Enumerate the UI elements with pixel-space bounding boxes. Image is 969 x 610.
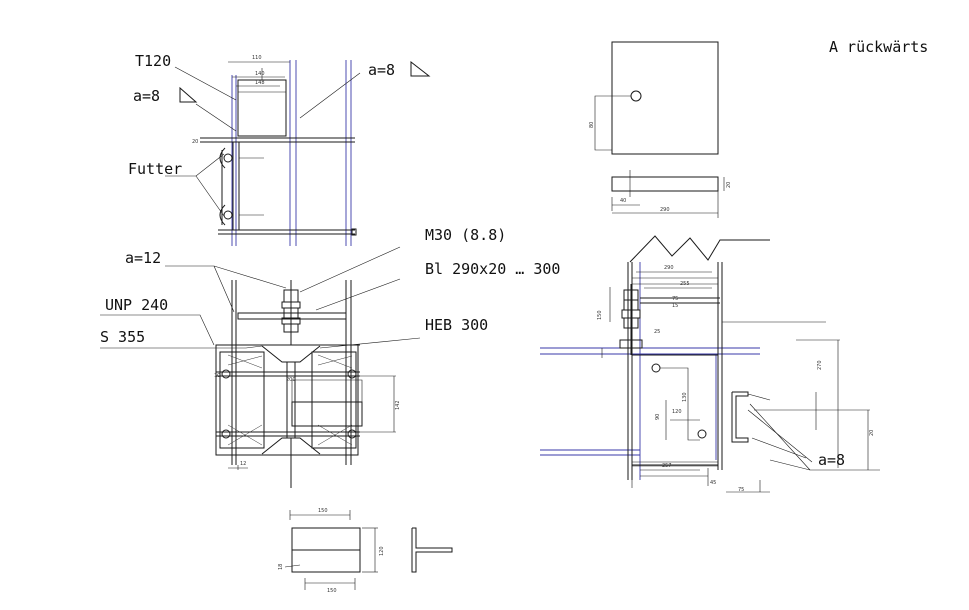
dim-bottom-bot: 150 (327, 588, 337, 594)
dim-plate-side: 80 (589, 121, 595, 128)
dim-top-outer: 110 (252, 55, 262, 61)
plate-detail-view (595, 42, 724, 218)
label-s355: S 355 (100, 328, 146, 346)
label-weld-a8-left: a=8 (133, 87, 161, 105)
dim-plate-width: 290 (660, 207, 670, 213)
dim-right-top2: 255 (680, 281, 690, 287)
label-t120: T120 (135, 52, 172, 70)
label-m30: M30 (8.8) (425, 226, 507, 244)
dim-right-side: 75 (672, 296, 679, 302)
dim-right-far3: 75 (738, 487, 745, 493)
label-weld-a8-right: a=8 (818, 451, 846, 469)
dim-top-mid: 140 (255, 71, 265, 77)
label-unp240: UNP 240 (105, 296, 169, 314)
left-section-view (100, 60, 420, 488)
label-a-rueckwaerts: A rückwärts (829, 38, 929, 56)
dim-10: 10 (214, 373, 221, 379)
dim-right-far1: 270 (817, 360, 823, 370)
dim-right-small2: 25 (654, 329, 661, 335)
dim-right-top: 290 (664, 265, 674, 271)
dim-bottom-top: 150 (318, 508, 328, 514)
label-heb300: HEB 300 (425, 316, 489, 334)
dim-right-mid: 120 (672, 409, 682, 415)
label-weld-a12: a=12 (125, 249, 162, 267)
dim-20: 20 (192, 139, 199, 145)
dim-right-bottom2: 45 (710, 480, 717, 486)
dim-top-inner: 148 (255, 80, 265, 86)
label-futter: Futter (128, 160, 183, 178)
label-bl-plate: Bl 290x20 … 300 (425, 260, 561, 278)
dim-right-far2: 20 (869, 429, 875, 436)
bottom-detail-view (285, 510, 452, 590)
dim-plate-thickness: 20 (726, 181, 732, 188)
dim-right-v3: 130 (682, 392, 688, 402)
dim-right-small1: 15 (672, 303, 679, 309)
dim-bottom-small: 18 (278, 563, 284, 570)
dim-right-v2: 90 (655, 413, 661, 420)
dim-right-v1: 150 (597, 310, 603, 320)
weld-symbol-left (180, 88, 196, 102)
label-weld-a8-top: a=8 (368, 61, 396, 79)
dim-142: 142 (395, 400, 401, 410)
dim-bottom-h: 120 (379, 546, 385, 556)
dim-right-bottom: 257 (662, 463, 672, 469)
right-side-view (540, 236, 880, 492)
dim-plate-offset: 40 (620, 198, 627, 204)
dim-center: 200 (286, 377, 296, 383)
weld-symbol-top (411, 62, 429, 76)
dim-12: 12 (240, 461, 247, 467)
